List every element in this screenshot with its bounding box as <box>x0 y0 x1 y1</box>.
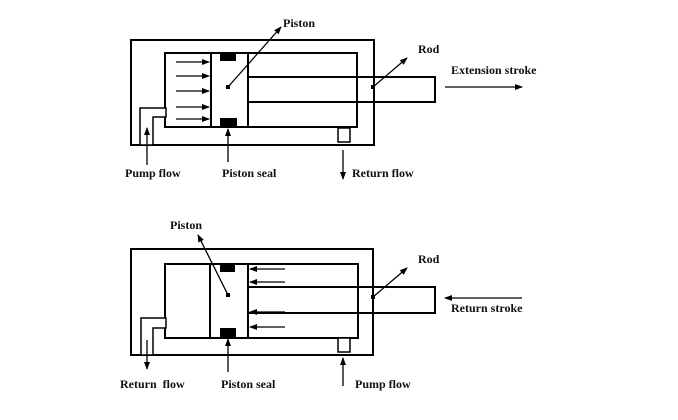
rod-pointer <box>372 57 408 88</box>
piston-seal-bottom <box>220 328 236 337</box>
piston-seal-label: Piston seal <box>221 377 276 391</box>
piston <box>209 263 249 339</box>
piston-label: Piston <box>283 16 315 30</box>
return-flow-label: Return flow <box>120 377 185 391</box>
rod <box>247 286 436 314</box>
rod-pointer <box>372 267 408 298</box>
piston-label: Piston <box>170 218 202 232</box>
piston-seal-label: Piston seal <box>222 166 277 180</box>
extension-stroke-label: Extension stroke <box>451 63 537 77</box>
piston-seal-top <box>220 265 235 272</box>
piston-seal-top <box>220 54 236 61</box>
pressure-arrows <box>176 59 210 122</box>
piston-seal-bottom <box>220 118 237 127</box>
pump-flow-label: Pump flow <box>125 166 181 180</box>
cylinder-chamber <box>164 52 358 128</box>
pump-port <box>139 107 167 146</box>
pump-port <box>337 337 351 353</box>
rod <box>247 76 436 103</box>
return-port <box>337 127 351 143</box>
pressure-arrows <box>249 266 285 330</box>
piston-pointer <box>227 26 282 88</box>
extension-stroke-cylinder: Piston Rod Extension stroke Pump flow Pi… <box>125 16 537 180</box>
cylinder-body <box>130 39 375 146</box>
cylinder-chamber <box>164 263 359 339</box>
cylinder-body <box>130 248 374 356</box>
return-stroke-label: Return stroke <box>451 301 523 315</box>
piston <box>210 52 249 128</box>
rod-label: Rod <box>418 252 440 266</box>
return-port <box>140 317 167 356</box>
return-stroke-cylinder: Piston Rod Return stroke Return flow Pis… <box>120 218 523 391</box>
return-flow-label: Return flow <box>352 166 414 180</box>
pump-flow-label: Pump flow <box>355 377 411 391</box>
piston-pointer <box>197 234 229 296</box>
rod-label: Rod <box>418 42 440 56</box>
